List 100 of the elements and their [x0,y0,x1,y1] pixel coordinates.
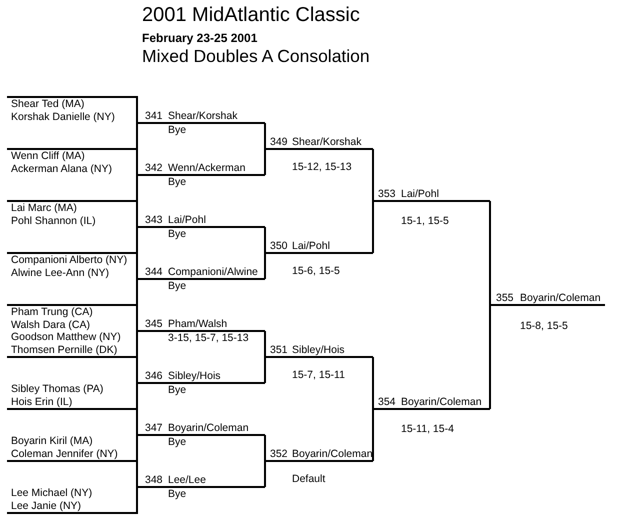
team-name: Boyarin/Coleman [292,448,373,460]
player-name: Pham Trung (CA) [11,306,94,318]
subtitle: February 23-25 2001 [142,31,258,45]
bracket-line [7,487,138,514]
bracket-connector [264,227,266,254]
bracket-line [373,186,490,202]
match-result: 15-1, 15-5 [401,215,449,228]
match-result: 15-8, 15-5 [520,320,568,332]
bracket-connector [136,330,138,357]
match-result: Bye [168,280,186,292]
bracket-connector [372,357,374,410]
player-name: Lai Marc (MA) [11,202,78,214]
team-name: Pham/Walsh [168,318,228,330]
bracket-connector [136,253,138,280]
bracket-connector [264,460,266,487]
player-name: Lee Janie (NY) [11,500,82,512]
bracket-line [7,252,138,279]
player-name: Korshak Danielle (NY) [11,110,116,123]
match-result: 3-15, 15-7, 15-13 [168,332,249,344]
bracket-line [265,446,373,462]
bracket-line [7,96,138,123]
bracket-connector [136,382,138,409]
player-name: Companioni Alberto (NY) [11,254,128,266]
player-name: Lee Michael (NY) [11,487,94,500]
player-name: Pohl Shannon (IL) [11,214,97,227]
team-name: Lee/Lee [168,474,206,486]
team-name: Shear/Korshak [292,136,362,148]
bracket-line [7,435,138,462]
player-name: Alwine Lee-Ann (NY) [11,266,110,279]
bracket-line [137,108,265,124]
bracket-line [7,383,138,410]
team-name: Sibley/Hois [168,370,221,382]
match-result: Bye [168,436,186,448]
match-number: 341 [145,110,163,122]
player-name: Shear Ted (MA) [11,98,86,110]
match-number: 347 [145,422,163,434]
match-result: Bye [168,488,186,500]
match-number: 350 [270,240,288,252]
bracket-line [137,368,265,384]
player-name: Wenn Cliff (MA) [11,150,86,162]
bracket-connector [136,149,138,176]
bracket-line [7,148,138,175]
team-name: Lai/Pohl [401,188,439,200]
match-result: 15-12, 15-13 [292,161,352,174]
match-number: 355 [496,292,514,304]
team-name: Lai/Pohl [168,214,206,226]
match-number: 343 [145,214,163,226]
team-name: Shear/Korshak [168,110,238,122]
match-result: 15-6, 15-5 [292,265,340,278]
bracket-connector [136,305,138,332]
player-name: Coleman Jennifer (NY) [11,448,119,460]
bracket-line [265,342,373,358]
match-number: 349 [270,136,288,148]
bracket-line [137,212,265,228]
subtitle: Mixed Doubles A Consolation [142,46,370,67]
match-result: Bye [168,176,186,188]
bracket-connector [372,200,374,253]
player-name: Hois Erin (IL) [11,396,74,408]
match-number: 352 [270,448,288,460]
player-name: Thomsen Pernille (DK) [11,344,118,356]
player-name: Goodson Matthew (NY) [11,331,122,344]
match-result: 15-7, 15-11 [292,369,345,382]
team-name: Wenn/Ackerman [168,162,246,174]
bracket-connector [264,331,266,358]
bracket-line [265,238,373,254]
bracket-connector [136,434,138,461]
bracket-connector [264,148,266,175]
bracket-line [490,290,605,306]
bracket-line [137,420,265,436]
bracket-line [7,331,138,358]
bracket-connector [489,201,491,306]
bracket-connector [136,97,138,124]
bracket-connector [372,149,374,202]
team-name: Lai/Pohl [292,240,330,252]
bracket-line [137,316,265,332]
bracket-line [265,134,373,150]
match-result: 15-11, 15-4 [401,423,454,436]
bracket-line [137,160,265,176]
match-number: 342 [145,162,163,174]
match-result: Bye [168,384,186,396]
match-number: 348 [145,474,163,486]
bracket-connector [264,123,266,150]
bracket-connector [136,486,138,513]
match-result: Bye [168,228,186,240]
team-name: Boyarin/Coleman [401,396,482,408]
bracket-connector [264,356,266,383]
bracket-connector [136,201,138,228]
title: 2001 MidAtlantic Classic [142,4,360,27]
player-name: Ackerman Alana (NY) [11,162,113,175]
match-result: Default [292,473,326,486]
match-number: 346 [145,370,163,382]
team-name: Companioni/Alwine [168,266,258,278]
bracket-line [373,394,490,410]
match-result: Bye [168,124,186,136]
match-number: 354 [378,396,396,408]
bracket-connector [372,408,374,461]
player-name: Boyarin Kiril (MA) [11,435,94,448]
bracket-line [7,304,138,331]
bracket-connector [489,304,491,409]
bracket-line [7,200,138,227]
